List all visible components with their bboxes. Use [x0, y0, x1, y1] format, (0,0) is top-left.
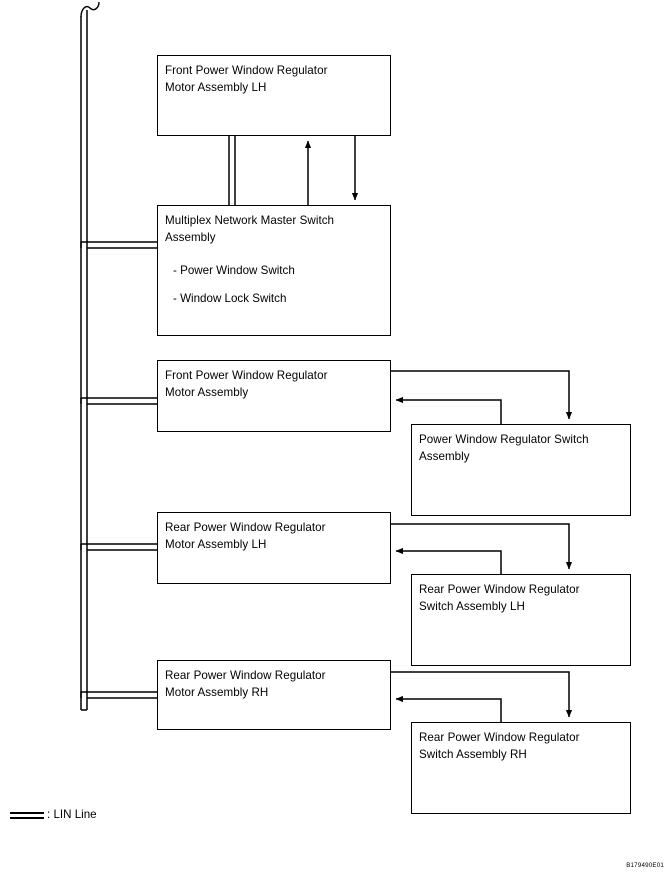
- front-power-window-regulator-motor-assembly[interactable]: Front Power Window Regulator Motor Assem…: [157, 360, 391, 432]
- lin-bus-trunk: [80, 1, 100, 711]
- node-label: Front Power Window Regulator Motor Assem…: [165, 64, 328, 94]
- lin-branch-front-motor: [80, 397, 157, 405]
- link-front-switch-to-front-motor: [395, 396, 502, 424]
- rear-power-window-regulator-switch-assembly-rh[interactable]: Rear Power Window Regulator Switch Assem…: [411, 722, 631, 814]
- link-rear-motor-lh-to-switch-lh: [391, 523, 573, 570]
- master-switch-sub-items: - Power Window Switch - Window Lock Swit…: [165, 263, 390, 307]
- rear-power-window-regulator-switch-assembly-lh[interactable]: Rear Power Window Regulator Switch Assem…: [411, 574, 631, 666]
- lin-branch-rear-motor-rh: [80, 691, 157, 699]
- link-rear-switch-rh-to-motor-rh: [395, 695, 502, 722]
- lin-line-symbol-icon: [10, 811, 44, 819]
- rear-power-window-regulator-motor-assembly-rh[interactable]: Rear Power Window Regulator Motor Assemb…: [157, 660, 391, 730]
- lin-branch-master-switch: [80, 241, 157, 249]
- node-label: Front Power Window Regulator Motor Assem…: [165, 369, 328, 399]
- sub-item-power-window-switch: - Power Window Switch: [173, 264, 295, 277]
- node-label: Rear Power Window Regulator Switch Assem…: [419, 583, 580, 613]
- link-front-motor-to-front-switch: [391, 370, 573, 420]
- link-rear-switch-lh-to-motor-lh: [395, 547, 502, 574]
- lin-branch-front-motor-lh: [228, 136, 236, 205]
- node-label: Rear Power Window Regulator Motor Assemb…: [165, 521, 326, 551]
- node-label: Multiplex Network Master Switch Assembly: [165, 214, 335, 244]
- link-rear-motor-rh-to-switch-rh: [391, 671, 573, 718]
- power-window-regulator-switch-assembly[interactable]: Power Window Regulator Switch Assembly: [411, 424, 631, 516]
- node-label: Rear Power Window Regulator Switch Assem…: [419, 731, 580, 761]
- node-label: Rear Power Window Regulator Motor Assemb…: [165, 669, 326, 699]
- front-power-window-regulator-motor-assembly-lh[interactable]: Front Power Window Regulator Motor Assem…: [157, 55, 391, 136]
- rear-power-window-regulator-motor-assembly-lh[interactable]: Rear Power Window Regulator Motor Assemb…: [157, 512, 391, 584]
- legend-label: : LIN Line: [47, 808, 97, 821]
- figure-code: B179490E01: [626, 862, 664, 869]
- node-label: Power Window Regulator Switch Assembly: [419, 433, 589, 463]
- legend: : LIN Line: [10, 808, 97, 822]
- lin-branch-rear-motor-lh: [80, 543, 157, 551]
- multiplex-network-master-switch-assembly[interactable]: Multiplex Network Master Switch Assembly…: [157, 205, 391, 336]
- sub-item-window-lock-switch: - Window Lock Switch: [173, 291, 287, 305]
